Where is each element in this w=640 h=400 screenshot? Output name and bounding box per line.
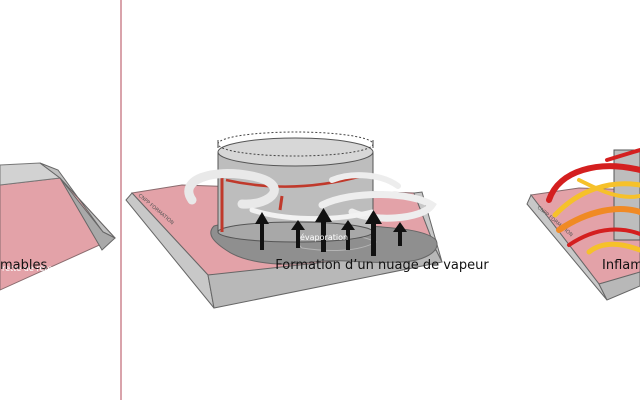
center-caption: Formation d’un nuage de vapeur: [275, 258, 489, 273]
panel-vapour-cloud: CNPP FORMATION: [121, 0, 520, 400]
right-caption: Inflam: [602, 258, 640, 273]
evaporation-arrow-icon: [291, 220, 305, 248]
vapour-cloud-illustration: CNPP FORMATION: [125, 131, 443, 309]
evaporation-arrows: [255, 208, 407, 256]
panel-ignition: CNPP FORMATION Inflam: [519, 0, 640, 400]
evaporation-arrow-icon: [365, 210, 382, 256]
evaporation-label: évaporation: [300, 232, 348, 242]
flame-icon: [546, 148, 640, 255]
retention-wall-front: [598, 271, 640, 301]
evaporation-arrow-icon: [255, 212, 269, 250]
panel-retention-basin: rette de rétention mables: [0, 0, 121, 400]
ignition-illustration: CNPP FORMATION: [526, 148, 640, 301]
evaporation-arrow-icon: [315, 208, 332, 252]
evaporation-arrow-icon: [393, 222, 407, 246]
retention-wall-side: [59, 177, 116, 251]
evaporation-arrow-icon: [341, 220, 355, 250]
retention-basin-illustration: rette de rétention: [0, 162, 116, 291]
basin-label: rette de rétention: [2, 263, 73, 273]
left-caption: mables: [0, 258, 48, 273]
